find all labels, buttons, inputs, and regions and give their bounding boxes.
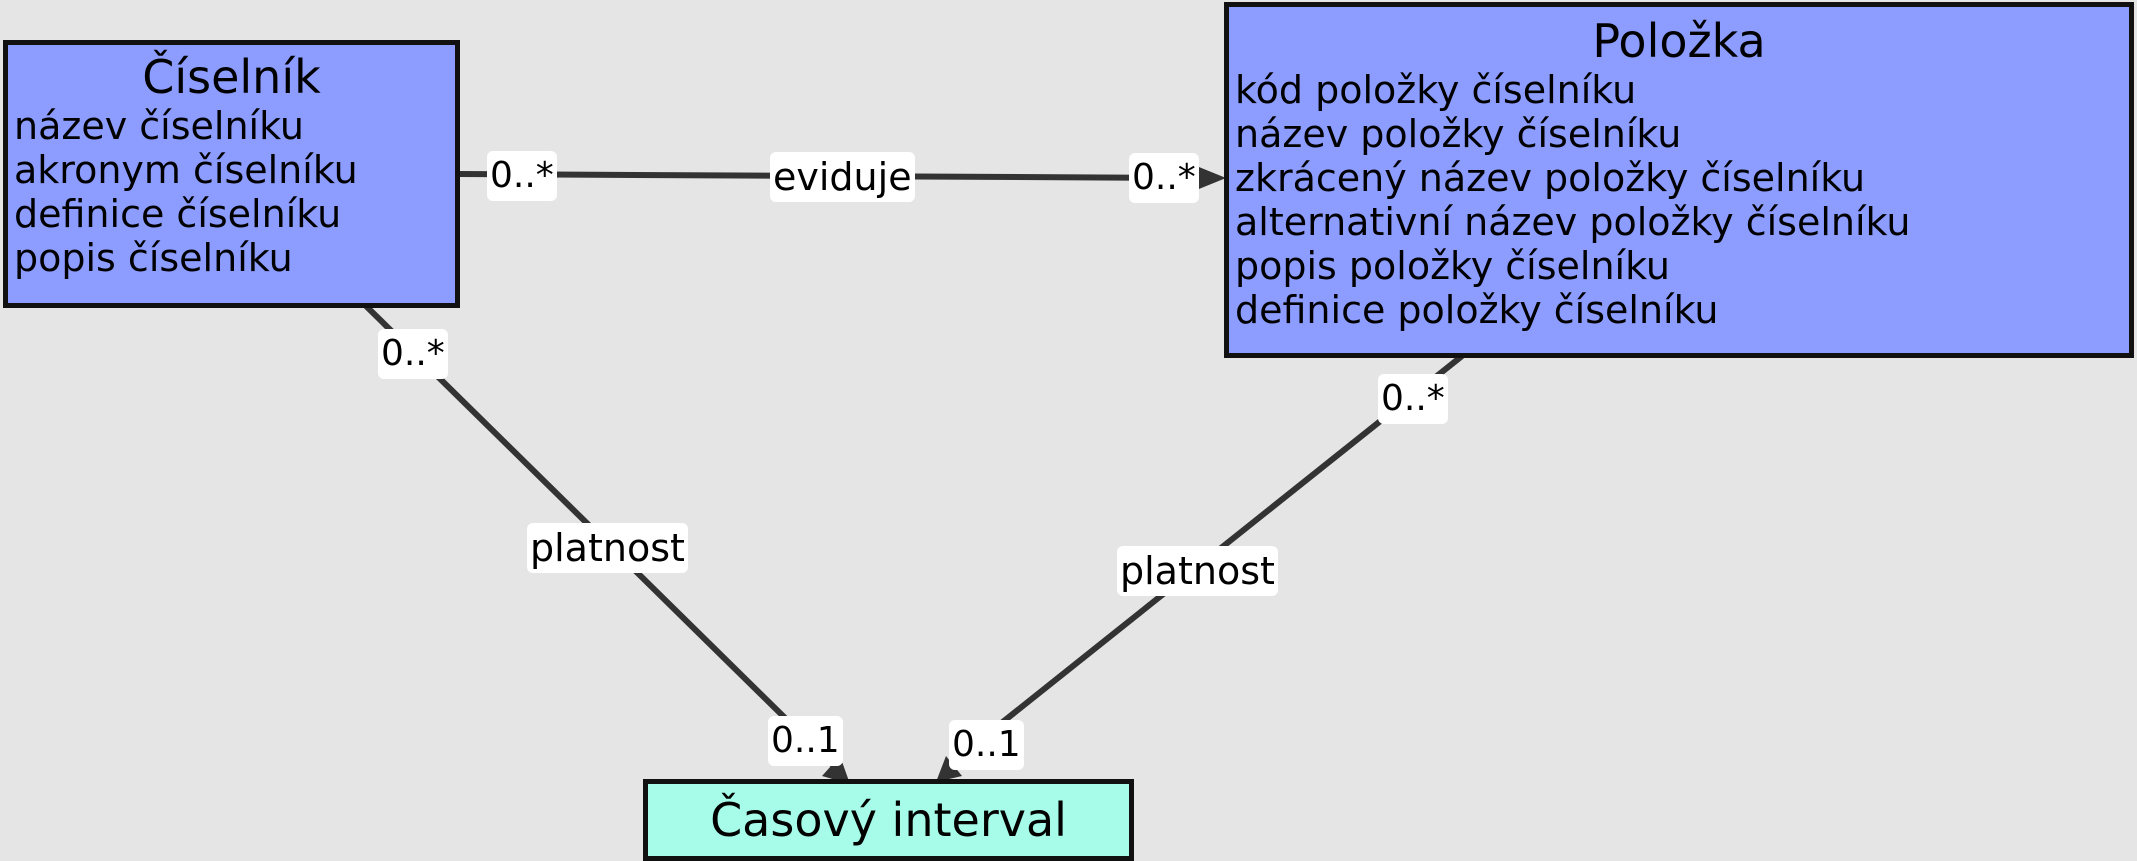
attribute: popis číselníku: [14, 235, 293, 280]
eviduje-source-multiplicity: 0..*: [487, 151, 557, 201]
platnost-ciselnik-arrowhead: [822, 756, 850, 784]
class-ciselnik-title: Číselník: [142, 50, 321, 104]
platnost-polozka-label: platnost: [1117, 546, 1278, 596]
eviduje-label: eviduje: [770, 152, 915, 202]
class-casovy-interval-title: Časový interval: [710, 793, 1067, 847]
class-polozka[interactable]: Položka kód položky číselníku název polo…: [1224, 2, 2134, 358]
attribute: akronym číselníku: [14, 147, 358, 192]
attribute: definice číselníku: [14, 191, 342, 236]
attribute: zkrácený název položky číselníku: [1235, 155, 1866, 200]
platnost-ciselnik-target-multiplicity: 0..1: [768, 716, 843, 766]
class-ciselnik[interactable]: Číselník název číselníku akronym číselní…: [3, 40, 460, 308]
platnost-polozka-target-multiplicity: 0..1: [949, 720, 1024, 770]
class-polozka-title: Položka: [1592, 14, 1766, 68]
attribute: definice položky číselníku: [1235, 287, 1719, 332]
class-casovy-interval[interactable]: Časový interval: [643, 779, 1134, 861]
eviduje-arrowhead: [1194, 165, 1226, 191]
platnost-ciselnik-label: platnost: [527, 523, 688, 573]
attribute: alternativní název položky číselníku: [1235, 199, 1911, 244]
attribute: název položky číselníku: [1235, 111, 1682, 156]
class-ciselnik-attributes: název číselníku akronym číselníku defini…: [8, 104, 455, 280]
eviduje-target-multiplicity: 0..*: [1129, 153, 1199, 203]
platnost-polozka-source-multiplicity: 0..*: [1378, 374, 1448, 424]
attribute: popis položky číselníku: [1235, 243, 1671, 288]
platnost-ciselnik-source-multiplicity: 0..*: [378, 329, 448, 379]
attribute: kód položky číselníku: [1235, 67, 1637, 112]
class-polozka-attributes: kód položky číselníku název položky číse…: [1229, 68, 2129, 332]
attribute: název číselníku: [14, 103, 305, 148]
platnost-polozka-arrowhead: [936, 756, 962, 782]
